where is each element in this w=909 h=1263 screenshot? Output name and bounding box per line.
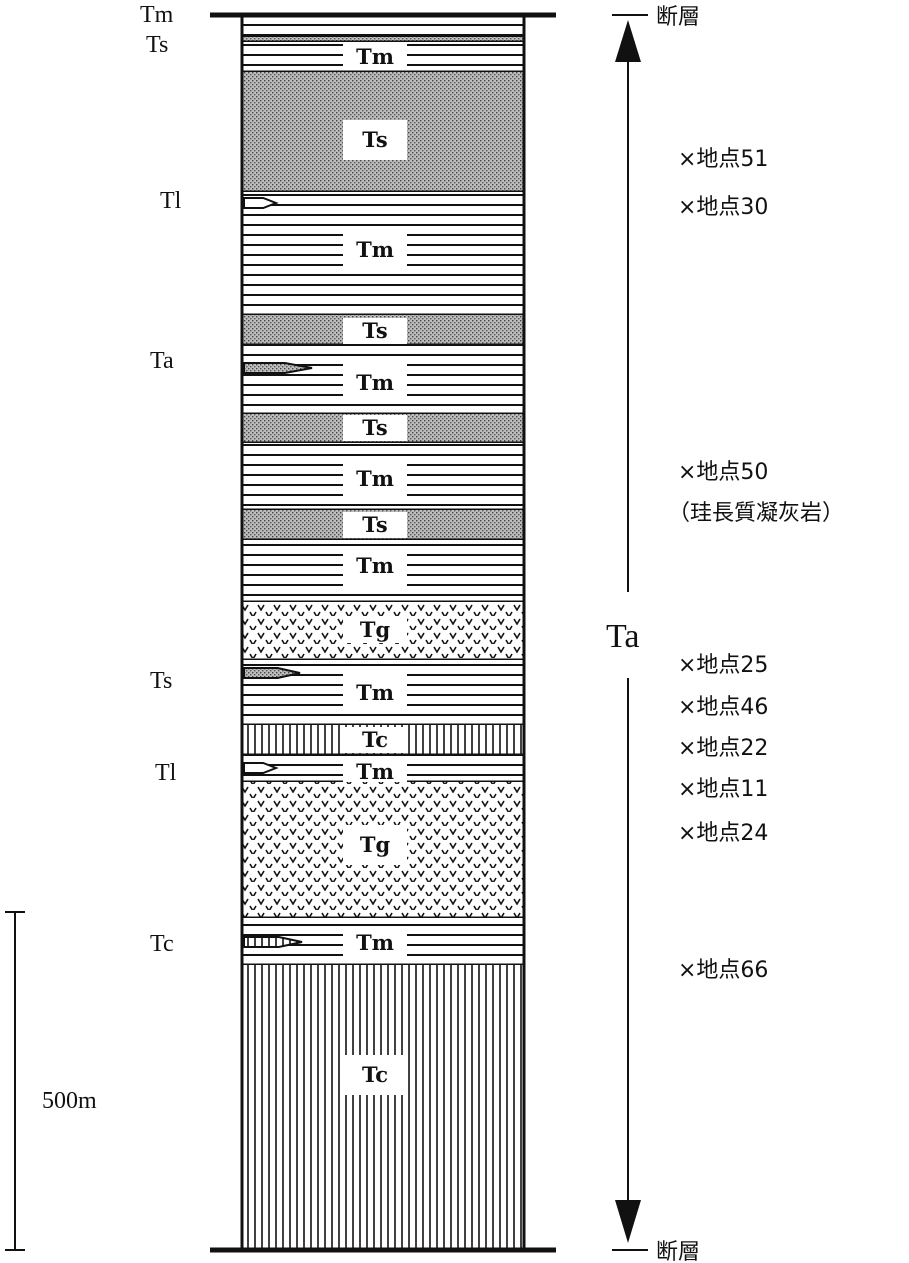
layer-label: Tc xyxy=(362,1062,388,1087)
layer-label: Tm xyxy=(356,680,394,705)
left-label: Ts xyxy=(150,668,172,694)
layer-label: Tc xyxy=(362,727,388,752)
layer-label: Tm xyxy=(356,466,394,491)
locality-label: ×地点46 xyxy=(678,695,768,720)
left-label: Ta xyxy=(150,348,174,374)
layer-label-background xyxy=(343,759,407,785)
left-label: Tl xyxy=(155,760,177,786)
layer-tm xyxy=(242,15,524,37)
lens-intercalation xyxy=(243,362,313,374)
locality-label: ×地点50 xyxy=(678,460,768,485)
left-labels: Tm Ts Tl Ta Ts Tl Tc xyxy=(140,2,182,957)
locality-label: ×地点11 xyxy=(678,777,768,802)
layer-label-background xyxy=(343,617,407,643)
left-label: Tl xyxy=(160,188,182,214)
lens-intercalation xyxy=(243,762,279,774)
layer-label-background xyxy=(343,44,407,70)
lens-intercalation xyxy=(243,936,303,948)
left-label: Ts xyxy=(146,32,168,58)
layer-label: Tm xyxy=(356,44,394,69)
layer-label-background xyxy=(343,120,407,160)
scale-bar-label: 500m xyxy=(42,1088,97,1114)
scale-bar: 500m xyxy=(5,911,97,1251)
layer-label-background xyxy=(343,825,407,865)
layer-label: Tm xyxy=(356,930,394,955)
layer-label-background xyxy=(343,1055,407,1095)
top-boundary-label: 断層 xyxy=(656,5,700,30)
layer-label: Ts xyxy=(362,512,388,537)
layer-label-background xyxy=(343,318,407,344)
locality-label: ×地点22 xyxy=(678,736,768,761)
locality-labels: ×地点51 ×地点30 ×地点50 （珪長質凝灰岩） ×地点25 ×地点46 ×… xyxy=(668,147,844,983)
layer-label-background xyxy=(343,673,407,713)
formation-name: Ta xyxy=(606,618,640,655)
layer-label: Tm xyxy=(356,370,394,395)
layer-label-background xyxy=(343,727,407,753)
locality-label: ×地点66 xyxy=(678,958,768,983)
layer-ts xyxy=(242,37,524,42)
locality-label: ×地点24 xyxy=(678,821,768,846)
locality-note: （珪長質凝灰岩） xyxy=(668,501,844,526)
layer-tc xyxy=(242,965,524,1250)
formation-range-arrow: Ta xyxy=(606,14,648,1251)
layer-label-background xyxy=(343,363,407,403)
layer-label: Ts xyxy=(362,415,388,440)
lens-intercalation xyxy=(243,197,279,209)
lens-intercalation xyxy=(243,667,301,679)
layer-label-background xyxy=(343,230,407,270)
layer-label: Tg xyxy=(360,617,391,642)
layer-label: Ts xyxy=(362,318,388,343)
layer-label: Tg xyxy=(360,832,391,857)
layer-label-background xyxy=(343,546,407,586)
layer-label: Tm xyxy=(356,553,394,578)
layer-label: Ts xyxy=(362,127,388,152)
layer-label-background xyxy=(343,512,407,538)
locality-label: ×地点25 xyxy=(678,653,768,678)
layer-label-background xyxy=(343,459,407,499)
bottom-boundary-label: 断層 xyxy=(656,1240,700,1263)
layer-label-background xyxy=(343,930,407,956)
left-label: Tc xyxy=(150,931,174,957)
arrow-up-icon xyxy=(615,20,641,62)
locality-label: ×地点30 xyxy=(678,195,768,220)
locality-label: ×地点51 xyxy=(678,147,768,172)
left-label: Tm xyxy=(140,2,174,28)
layer-label-background xyxy=(343,415,407,441)
layer-label: Tm xyxy=(356,237,394,262)
arrow-down-icon xyxy=(615,1200,641,1243)
layer-label: Tm xyxy=(356,759,394,784)
